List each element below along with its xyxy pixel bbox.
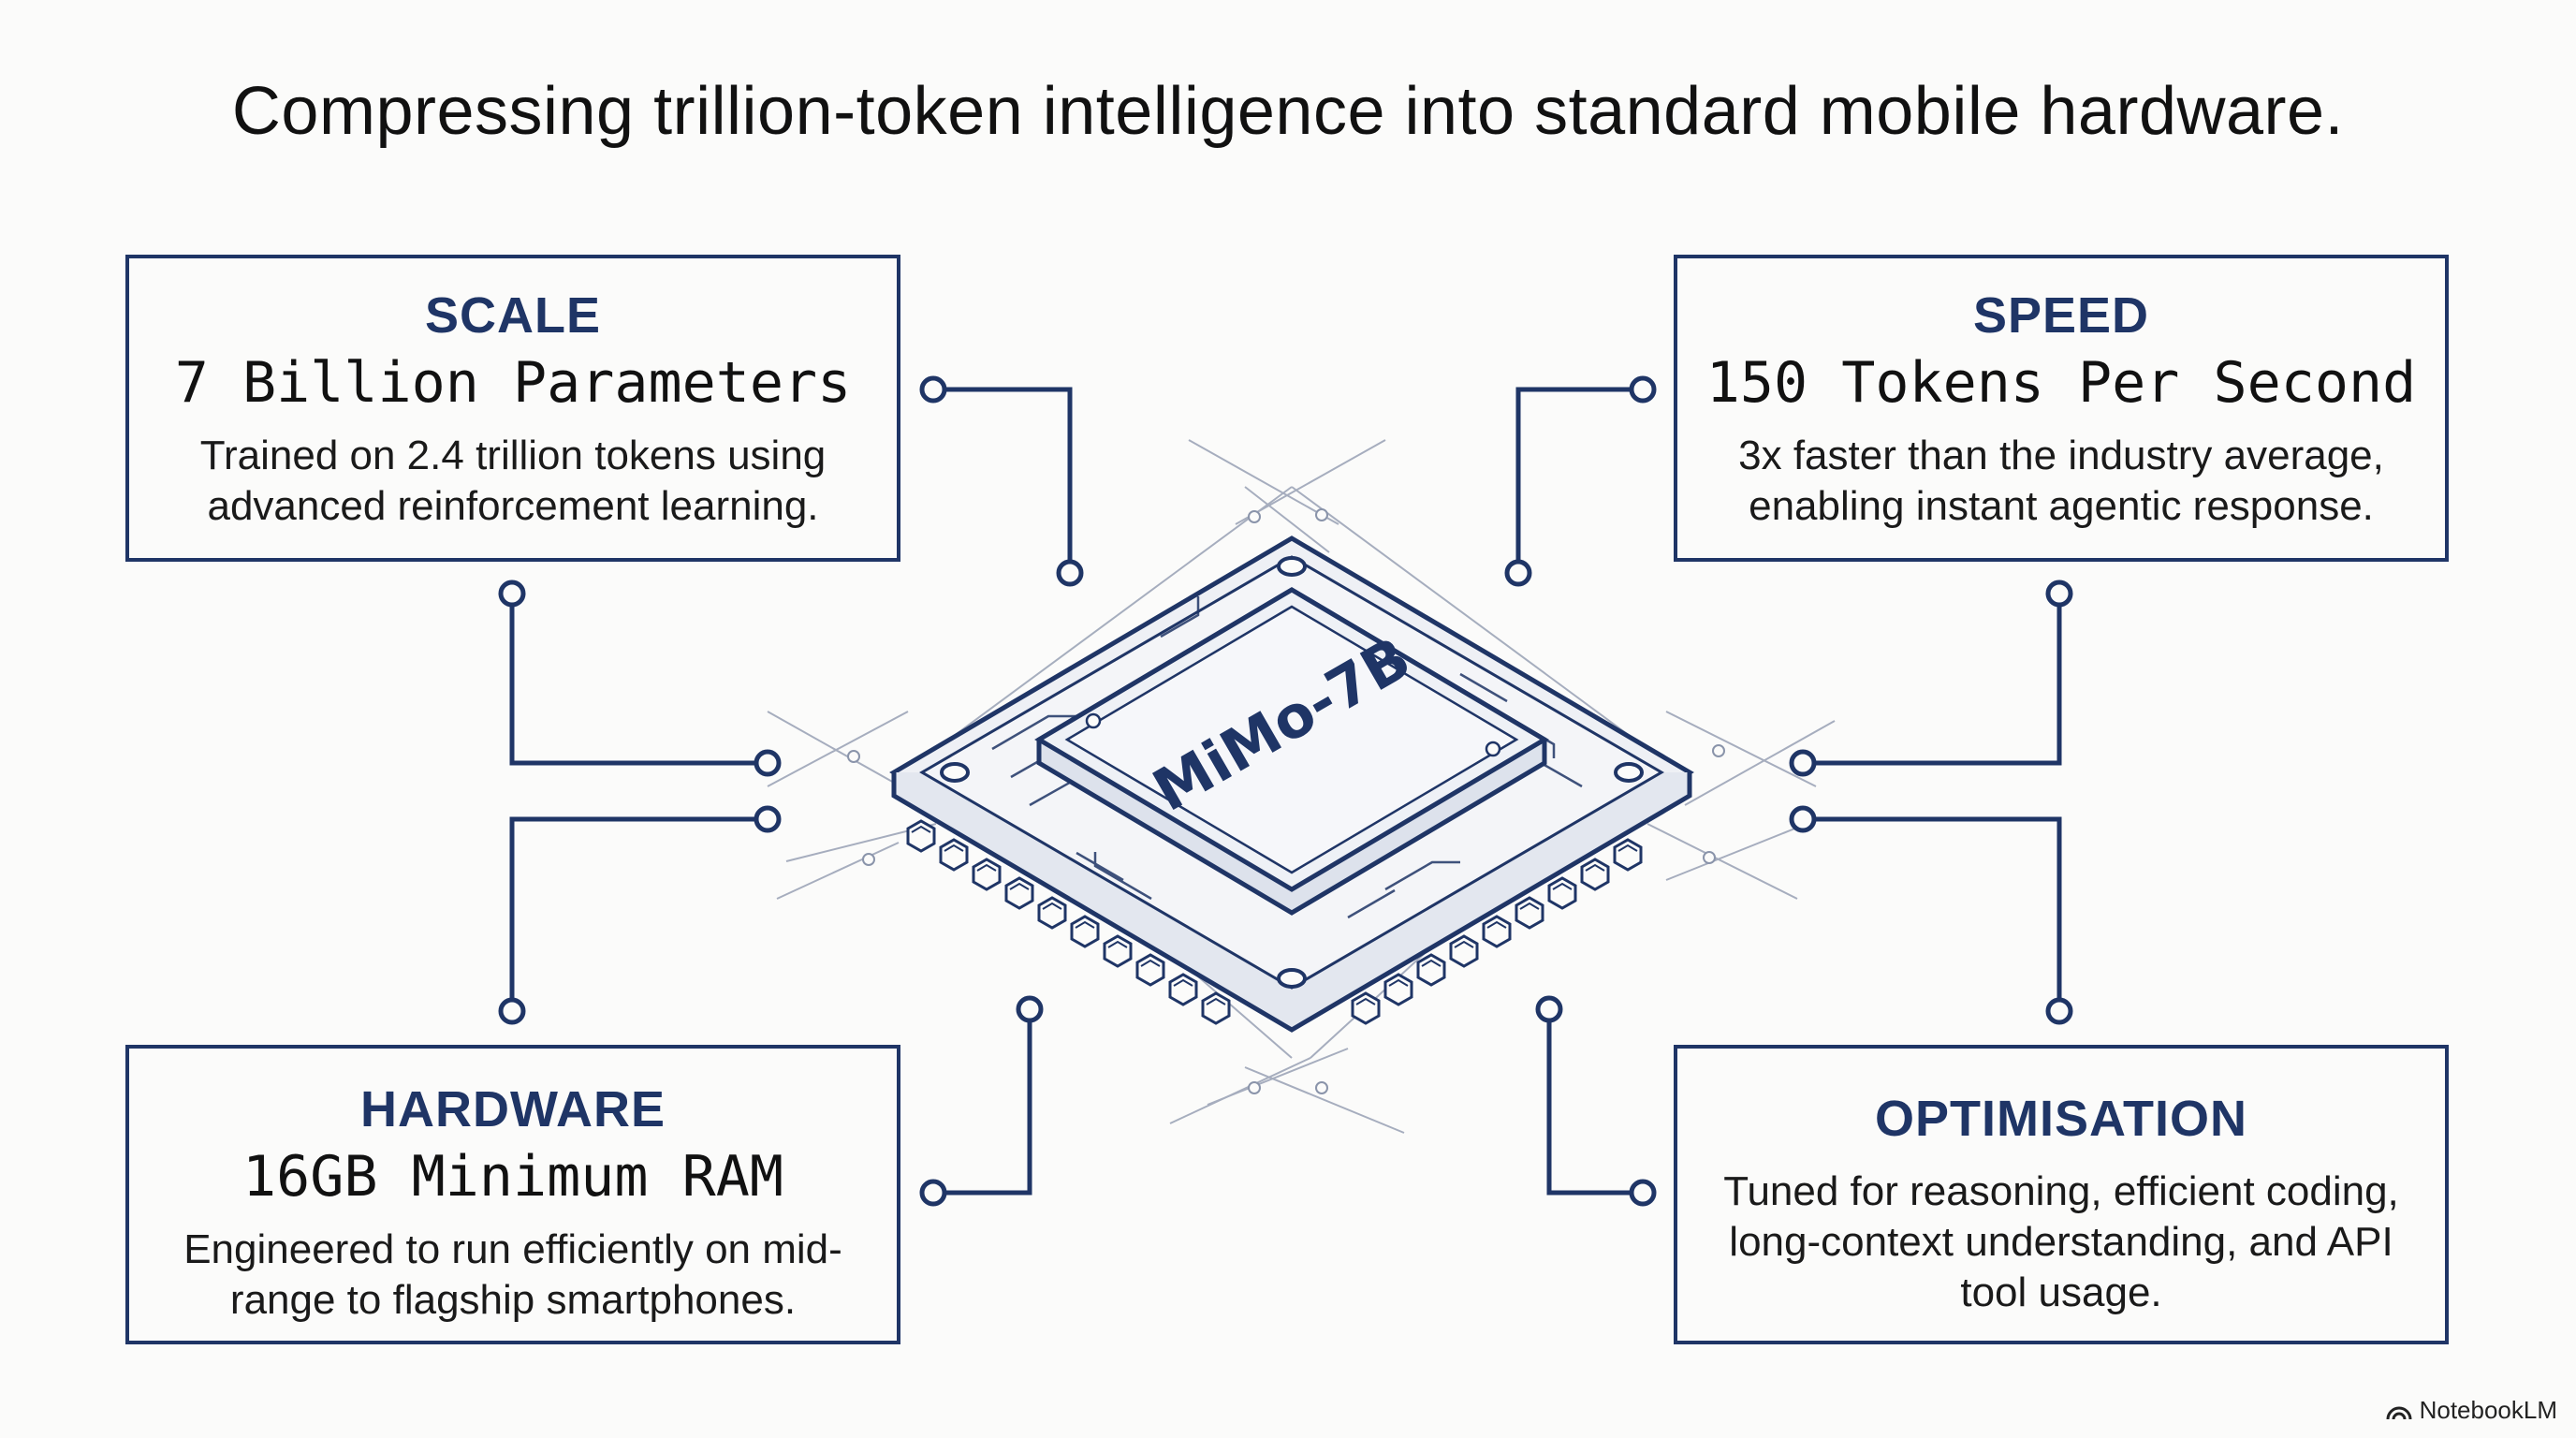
optimisation-card: OPTIMISATION Tuned for reasoning, effici…	[1674, 1045, 2449, 1344]
mounting-holes	[940, 556, 1644, 989]
page-title: Compressing trillion-token intelligence …	[231, 74, 2345, 149]
watermark-text: NotebookLM	[2419, 1396, 2557, 1424]
connector-nodes	[498, 375, 2073, 1207]
connector-lines	[509, 387, 2062, 1196]
notebooklm-logo-icon	[2386, 1406, 2412, 1419]
guide-nodes	[847, 508, 1725, 1094]
chip-die	[1034, 587, 1549, 916]
optimisation-description: Tuned for reasoning, efficient coding, l…	[1723, 1168, 2399, 1315]
notebooklm-watermark: NotebookLM	[2386, 1396, 2557, 1425]
speed-description: 3x faster than the industry average, ena…	[1738, 433, 2384, 529]
scale-description: Trained on 2.4 trillion tokens using adv…	[199, 433, 827, 529]
hardware-label: HARDWARE	[360, 1081, 666, 1137]
scale-card: SCALE 7 Billion Parameters Trained on 2.…	[125, 255, 900, 562]
scale-metric: 7 Billion Parameters	[174, 350, 852, 416]
speed-card: SPEED 150 Tokens Per Second 3x faster th…	[1674, 255, 2449, 562]
speed-metric: 150 Tokens Per Second	[1705, 350, 2417, 416]
optimisation-label: OPTIMISATION	[1875, 1091, 2247, 1147]
hardware-card: HARDWARE 16GB Minimum RAM Engineered to …	[125, 1045, 900, 1344]
speed-label: SPEED	[1972, 287, 2150, 344]
hardware-metric: 16GB Minimum RAM	[242, 1144, 783, 1210]
scale-label: SCALE	[424, 287, 601, 344]
hardware-description: Engineered to run efficiently on mid-ran…	[183, 1226, 842, 1323]
